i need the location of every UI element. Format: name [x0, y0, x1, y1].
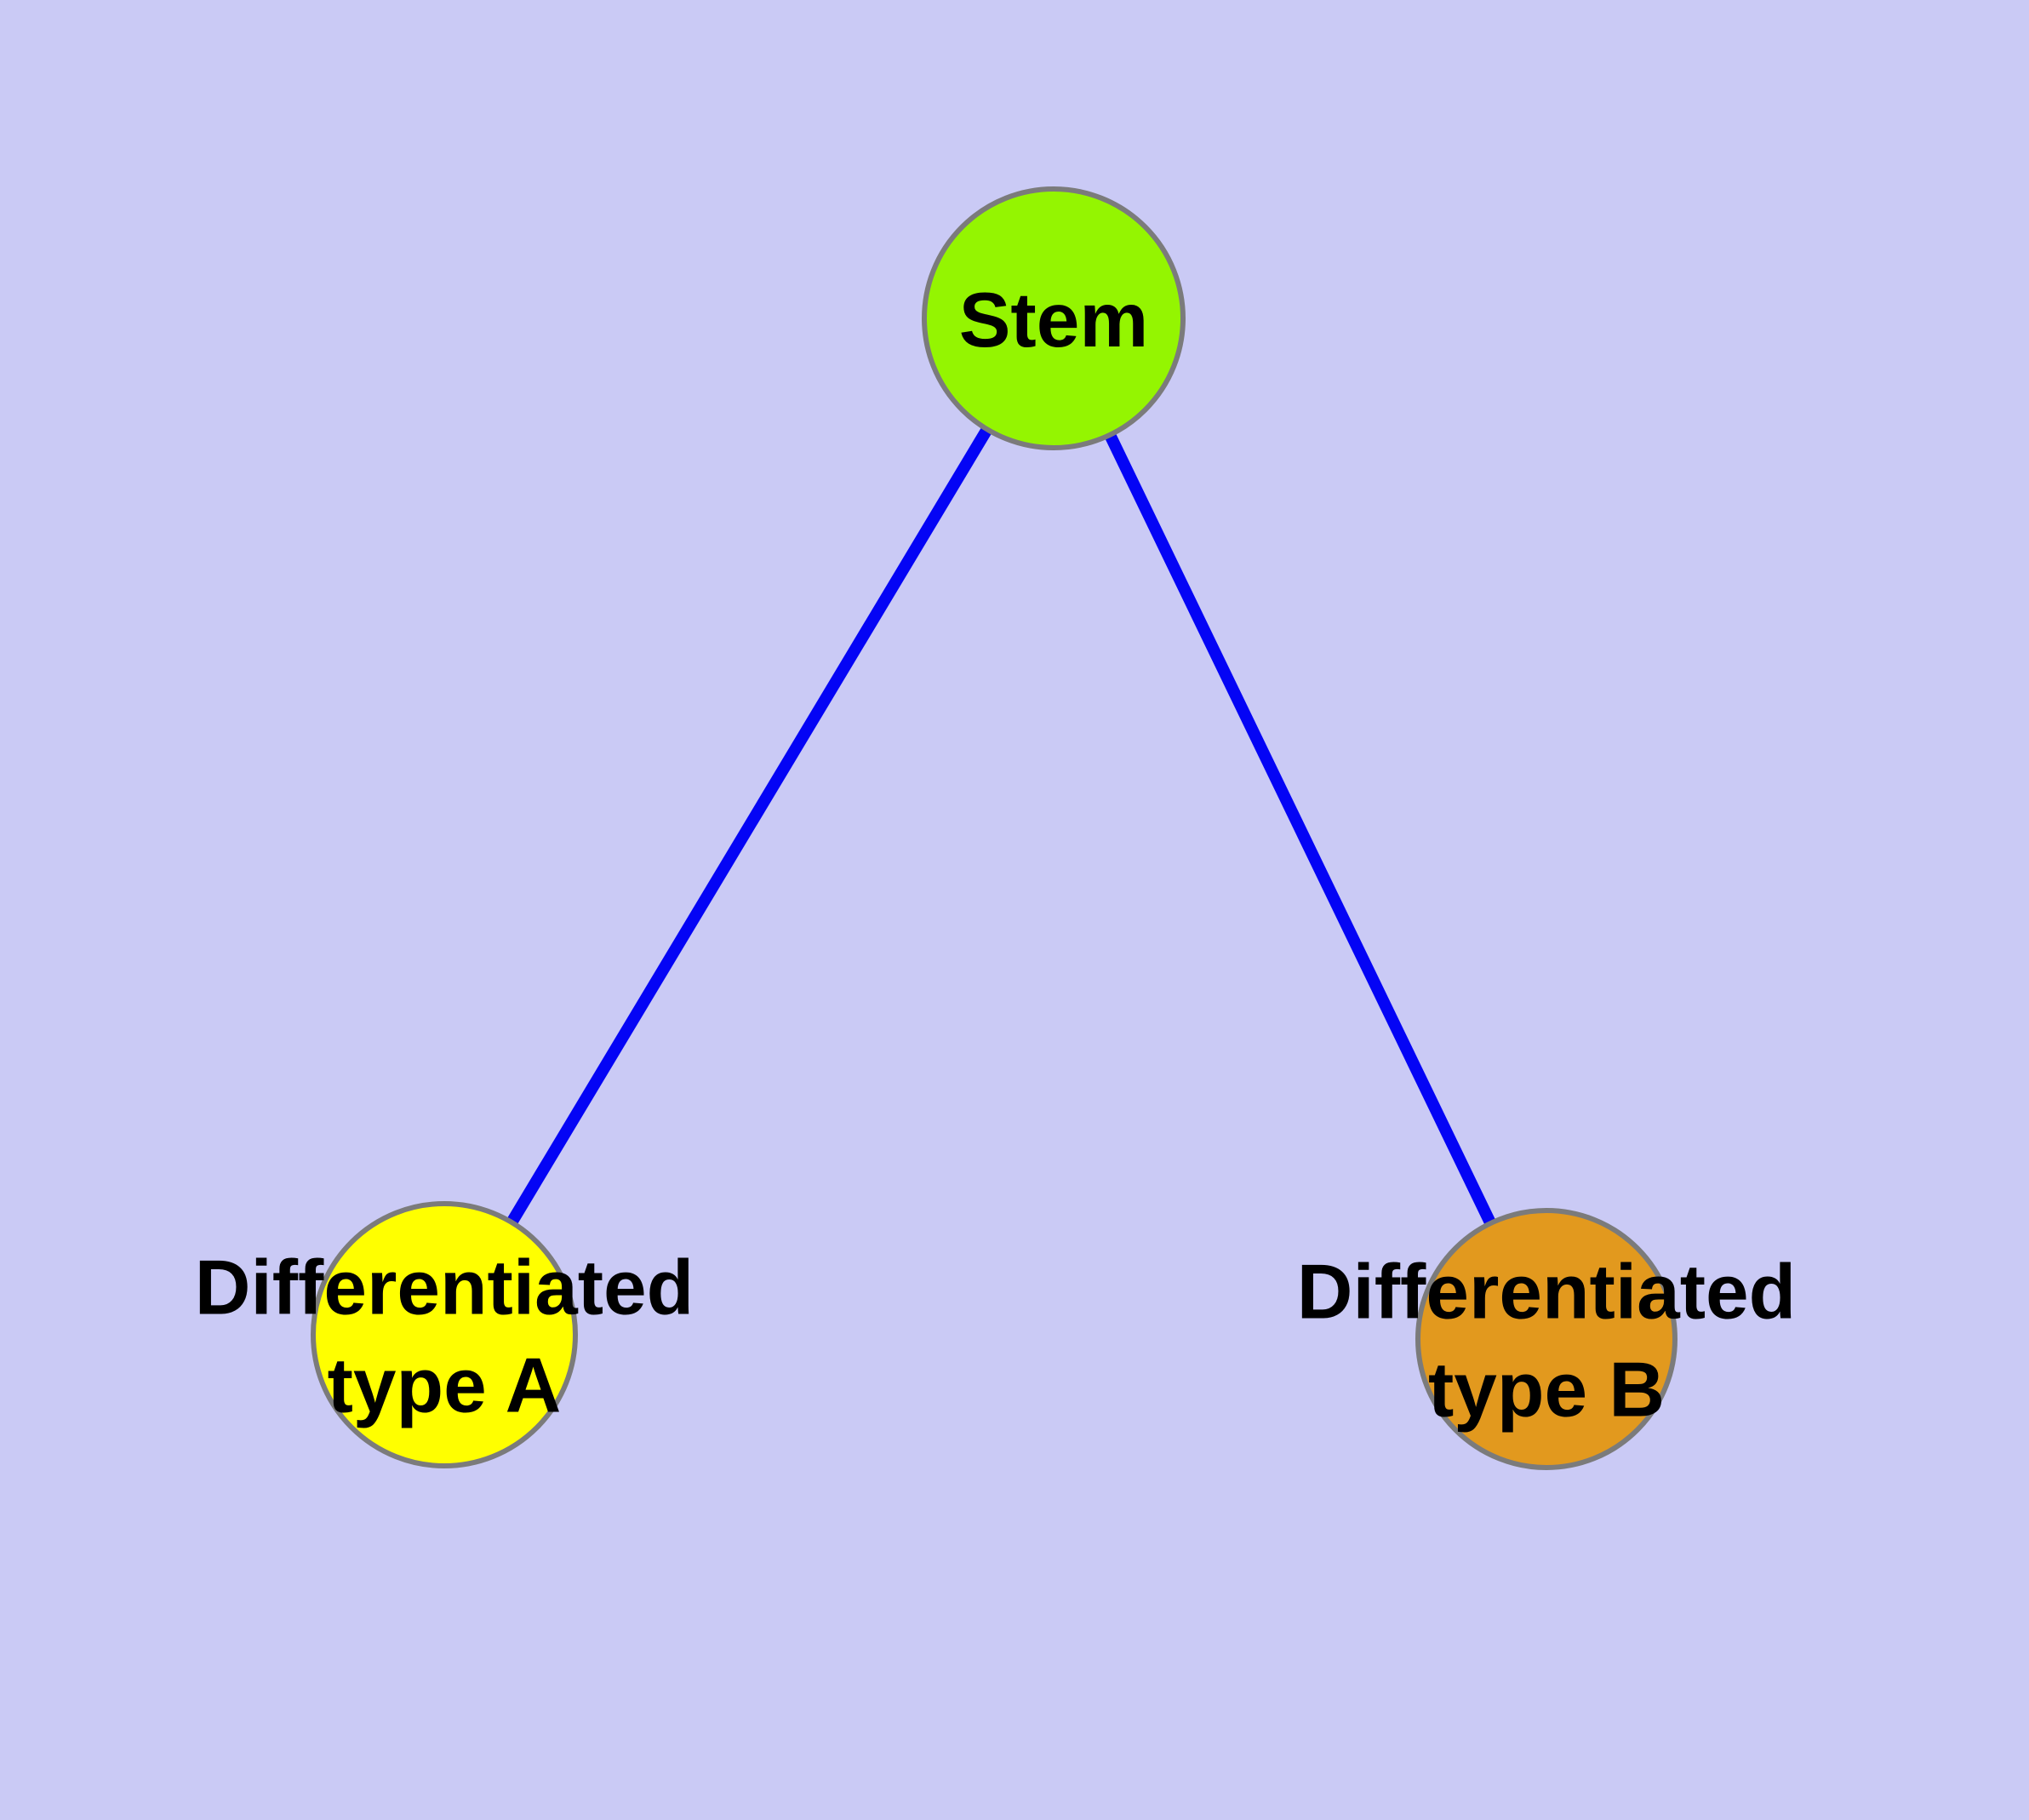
edge-stem-to-diff-type-b: [1048, 315, 1552, 1342]
node-label-line: type A: [328, 1343, 562, 1429]
node-label-line: Differentiated: [1297, 1250, 1797, 1336]
node-label-stem: Stem: [959, 278, 1149, 363]
nodes-layer: [311, 186, 1677, 1470]
edge-stem-to-diff-type-a: [438, 315, 1060, 1338]
node-diff-type-a: [311, 1201, 578, 1468]
node-label-line: Stem: [959, 278, 1149, 363]
node-label-line: type B: [1428, 1348, 1665, 1434]
node-label-diff-type-b: Differentiated type B: [1297, 1250, 1797, 1434]
node-diff-type-b: [1415, 1208, 1677, 1470]
node-label-line: Differentiated: [195, 1245, 694, 1331]
node-label-diff-type-a: Differentiated type A: [195, 1245, 694, 1429]
node-stem: [922, 186, 1186, 450]
edges-layer: [438, 315, 1552, 1342]
